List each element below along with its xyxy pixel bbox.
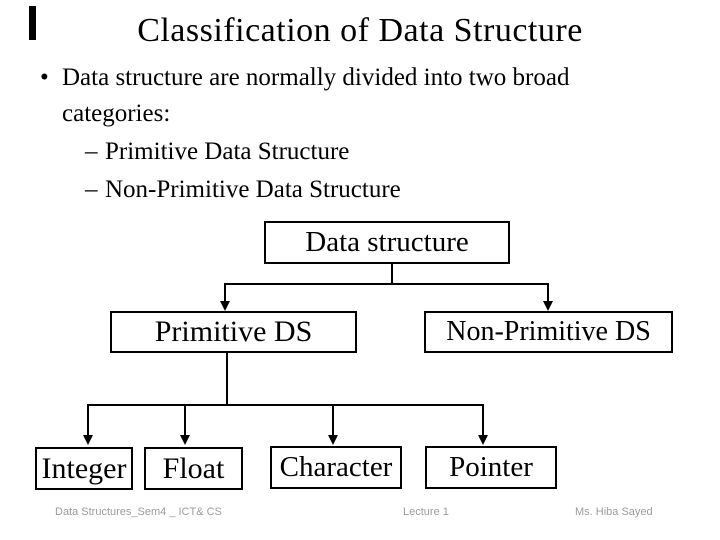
arrow-down-icon (478, 435, 488, 445)
node-character: Character (270, 446, 402, 489)
bullet-item: • Data structure are normally divided in… (40, 60, 632, 132)
sub-bullet-list: – Primitive Data Structure – Non-Primiti… (85, 133, 401, 209)
arrow-down-icon (180, 435, 190, 445)
arrow-down-icon (543, 301, 553, 311)
footer-author-name: Ms. Hiba Sayed (575, 506, 653, 518)
sub-bullet-label: Primitive Data Structure (105, 138, 350, 165)
footer-lecture-number: Lecture 1 (403, 506, 449, 518)
sub-bullet-non-primitive: – Non-Primitive Data Structure (85, 171, 401, 209)
node-pointer: Pointer (425, 446, 557, 489)
arrow-down-icon (328, 435, 338, 445)
node-data-structure: Data structure (264, 221, 510, 264)
node-non-primitive-ds: Non-Primitive DS (424, 311, 673, 353)
arrow-down-icon (220, 301, 230, 311)
node-primitive-ds: Primitive DS (110, 311, 357, 353)
dash-marker: – (85, 176, 98, 203)
bullet-text: Data structure are normally divided into… (62, 64, 570, 127)
arrow-down-icon (83, 435, 93, 445)
sub-bullet-label: Non-Primitive Data Structure (105, 176, 401, 203)
node-integer: Integer (35, 447, 133, 490)
node-float: Float (144, 447, 243, 490)
footer-course-name: Data Structures_Sem4 _ ICT& CS (55, 506, 222, 518)
bullet-marker: • (40, 64, 49, 91)
sub-bullet-primitive: – Primitive Data Structure (85, 133, 401, 171)
dash-marker: – (85, 138, 98, 165)
slide-title: Classification of Data Structure (137, 12, 583, 49)
slide-corner-mark (29, 6, 36, 40)
